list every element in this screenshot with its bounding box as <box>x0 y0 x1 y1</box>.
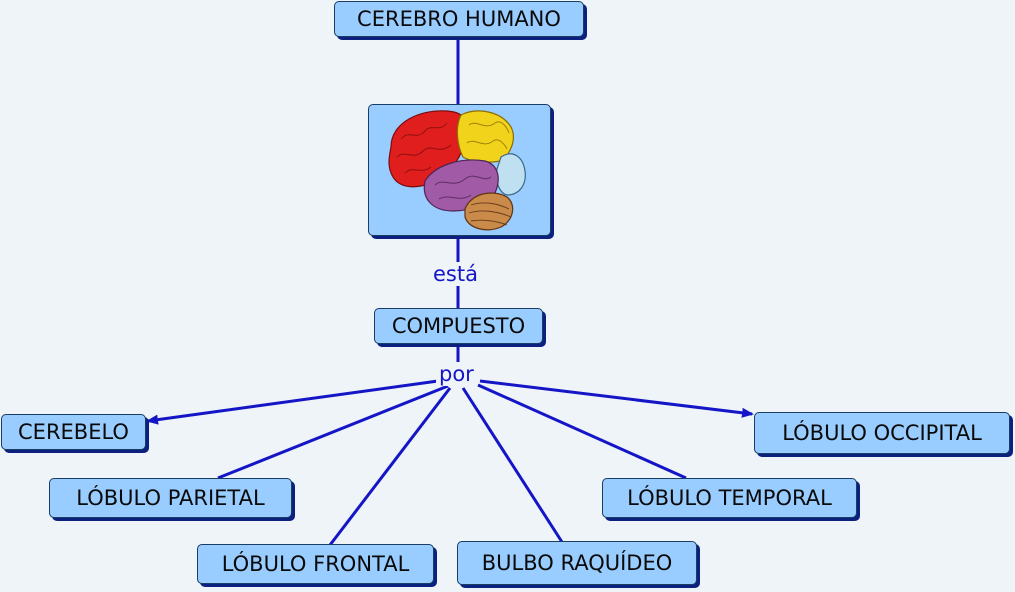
node-label: LÓBULO PARIETAL <box>76 486 265 510</box>
node-label: CEREBELO <box>18 420 129 444</box>
line-to-parietal <box>217 384 449 480</box>
node-lobulo-temporal[interactable]: LÓBULO TEMPORAL <box>602 478 857 518</box>
line-to-frontal <box>328 387 452 546</box>
node-label: CEREBRO HUMANO <box>357 7 561 31</box>
line-to-temporal <box>477 383 687 480</box>
link-label-por: por <box>436 362 477 386</box>
node-label: BULBO RAQUÍDEO <box>481 551 673 575</box>
arrow-to-cerebelo <box>146 379 439 425</box>
brain-illustration <box>388 110 526 231</box>
node-compuesto[interactable]: COMPUESTO <box>374 308 543 344</box>
node-cerebelo[interactable]: CEREBELO <box>1 414 146 450</box>
node-label: LÓBULO FRONTAL <box>221 552 410 576</box>
line-to-bulbo <box>461 387 564 543</box>
node-bulbo-raquideo[interactable]: BULBO RAQUÍDEO <box>457 541 697 585</box>
node-label: COMPUESTO <box>391 314 526 338</box>
brain-image-node[interactable] <box>368 104 551 236</box>
node-lobulo-parietal[interactable]: LÓBULO PARIETAL <box>49 478 292 518</box>
node-label: LÓBULO TEMPORAL <box>627 486 832 510</box>
node-cerebro-humano[interactable]: CEREBRO HUMANO <box>334 1 584 37</box>
link-label-esta: está <box>430 262 481 286</box>
node-label: LÓBULO OCCIPITAL <box>782 421 982 445</box>
node-lobulo-occipital[interactable]: LÓBULO OCCIPITAL <box>754 412 1010 454</box>
node-lobulo-frontal[interactable]: LÓBULO FRONTAL <box>197 544 434 584</box>
arrow-to-occipital <box>479 379 754 418</box>
